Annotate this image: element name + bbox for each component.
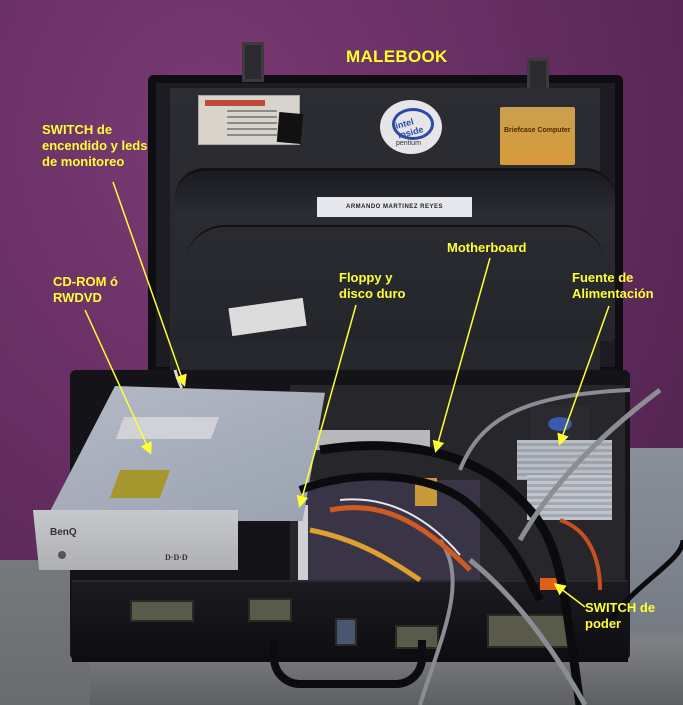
label-cdrom: CD-ROM ó RWDVD: [53, 274, 118, 306]
intel-inside-sticker: intel inside pentium: [380, 100, 442, 154]
latch-left: [242, 42, 264, 82]
label-line: Alimentación: [572, 286, 654, 301]
business-card-text: Briefcase Computer: [504, 127, 571, 134]
label-motherboard: Motherboard: [447, 240, 526, 256]
power-supply-bottom: [527, 475, 612, 520]
label-power-supply: Fuente de Alimentación: [572, 270, 654, 302]
pocket-fold: [185, 225, 605, 267]
label-line: de monitoreo: [42, 154, 125, 169]
label-line: RWDVD: [53, 290, 102, 305]
label-line: CD-ROM ó: [53, 274, 118, 289]
label-switch-leds: SWITCH de encendido y leds de monitoreo: [42, 122, 147, 170]
label-line: Fuente de: [572, 270, 634, 285]
business-card: Briefcase Computer: [500, 107, 575, 165]
label-power-switch: SWITCH de poder: [585, 600, 655, 632]
shelf-right: [628, 448, 683, 628]
cdrom-logo: D·D·D: [165, 553, 188, 562]
label-line: encendido y leds: [42, 138, 148, 153]
label-line: SWITCH de: [42, 122, 113, 137]
page-title: MALEBOOK: [346, 47, 448, 66]
front-port-3: [335, 618, 357, 646]
front-port-1: [130, 600, 194, 622]
cdrom-front: [33, 510, 238, 570]
briefcase-handle: [270, 640, 426, 688]
floppy-bracket: [298, 505, 308, 580]
label-line: Floppy y: [339, 270, 393, 285]
label-line: SWITCH de: [585, 600, 656, 615]
label-line: poder: [585, 616, 622, 631]
name-label-sticker: ARMANDO MARTINEZ REYES: [317, 197, 472, 217]
label-line: Motherboard: [447, 240, 527, 255]
label-floppy: Floppy y disco duro: [339, 270, 405, 302]
cdrom-brand: BenQ: [50, 527, 77, 538]
front-port-2: [248, 598, 292, 622]
label-line: disco duro: [339, 286, 406, 301]
cdrom-eject-button: [58, 551, 66, 559]
pentium-text: pentium: [396, 140, 421, 147]
